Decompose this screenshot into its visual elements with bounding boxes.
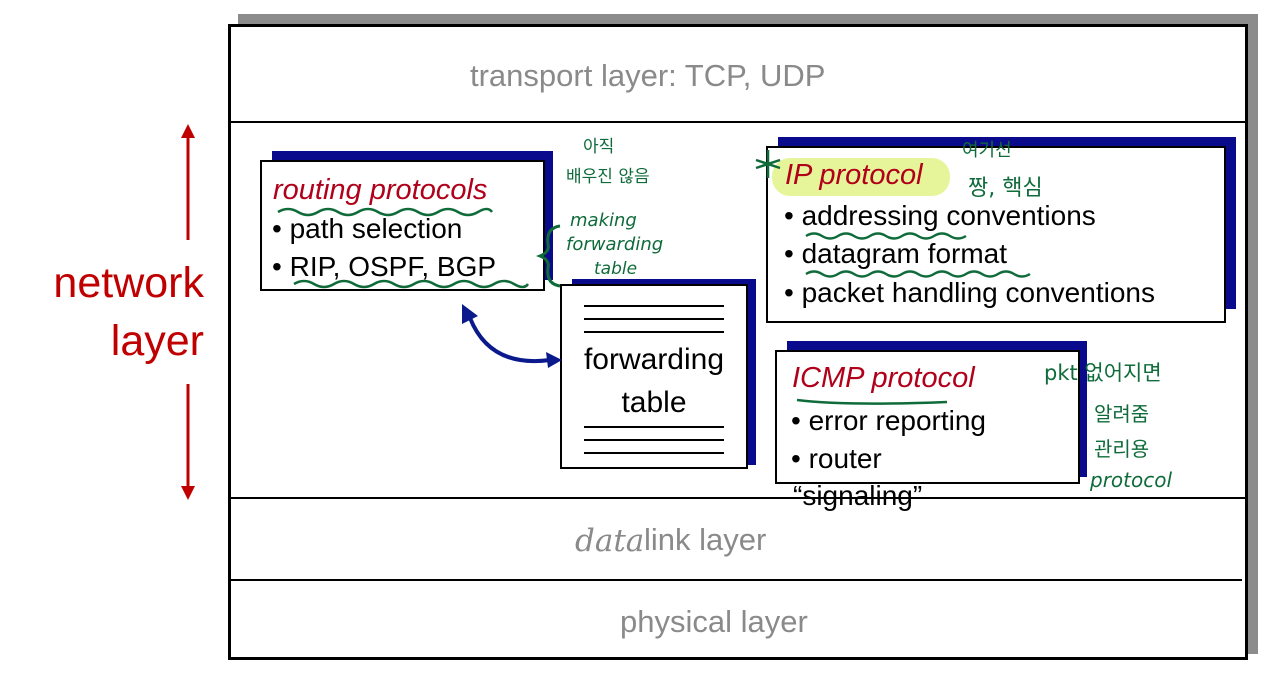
note-icmp-2: 알려줌 [1094, 402, 1150, 426]
network-layer-label: network layer [20, 254, 204, 370]
physical-layer-label: physical layer [620, 604, 808, 639]
ip-item-packet-handling: • packet handling conventions [784, 277, 1155, 308]
down-arrow-icon [181, 486, 195, 500]
forwarding-table-label-line1: forwarding [583, 343, 725, 376]
bracket-icon [535, 224, 561, 288]
ip-item-addressing: • addressing conventions [784, 200, 1096, 231]
table-row-line [584, 331, 724, 333]
routing-item-rip-ospf-bgp: • RIP, OSPF, BGP [272, 251, 497, 282]
forwarding-table-label-line2: table [621, 386, 687, 419]
table-row-line [584, 439, 724, 441]
note-making-2: forwarding [566, 234, 664, 255]
forwarding-table-box [560, 284, 748, 469]
table-row-line [584, 305, 724, 307]
transport-divider [230, 121, 1247, 123]
ip-item-text: datagram format [801, 238, 1008, 269]
note-ip-2: 짱, 핵심 [968, 176, 1043, 201]
arrowhead-up-icon [462, 304, 478, 324]
up-arrow-icon [181, 124, 195, 138]
icmp-item-signaling: “signaling” [793, 480, 923, 511]
routing-item-text: RIP, OSPF, BGP [289, 251, 497, 282]
icmp-item-router: • router [791, 443, 882, 474]
routing-item-path-selection: • path selection [272, 213, 463, 244]
datagram-underline [805, 270, 1031, 278]
network-divider [230, 497, 1247, 499]
forwarding-table-label: forwarding table [562, 338, 746, 424]
ip-item-text: addressing conventions [801, 200, 1096, 231]
down-arrow-shaft [186, 384, 190, 488]
arrowhead-right-icon [546, 352, 562, 368]
note-making-3: table [594, 259, 638, 279]
network-layer-span-arrows [181, 124, 195, 500]
routing-protocols-box [260, 160, 545, 291]
icmp-protocol-box [775, 350, 1080, 484]
icmp-title-underline [796, 398, 948, 405]
note-icmp-1: pkt 없어지면 [1044, 361, 1162, 385]
table-row-line [584, 318, 724, 320]
routing-protocols-title: routing protocols [273, 174, 488, 206]
note-making-1: making [570, 210, 637, 231]
transport-layer-label: transport layer: TCP, UDP [470, 58, 826, 93]
rip-line-underline [293, 279, 530, 289]
icmp-protocol-title: ICMP protocol [792, 362, 975, 394]
ip-item-text: packet handling conventions [801, 277, 1155, 308]
note-ip-1: 여기선 [962, 140, 1012, 161]
icmp-item-error-reporting: • error reporting [791, 405, 986, 436]
routing-item-text: path selection [289, 213, 463, 244]
link-layer-label: link layer [644, 522, 767, 557]
routing-forwarding-link [468, 317, 551, 363]
network-layer-label-line2: layer [110, 317, 204, 365]
note-icmp-3: 관리용 [1094, 437, 1150, 461]
note-icmp-4: protocol [1090, 468, 1173, 492]
table-row-line [584, 426, 724, 428]
routing-title-underline [277, 207, 494, 217]
addressing-underline [805, 232, 967, 240]
network-layer-label-line1: network [53, 259, 204, 307]
ip-protocol-title: IP protocol [785, 159, 923, 191]
note-routing-2: 배우진 않음 [566, 167, 650, 187]
icmp-item-text: router [808, 443, 882, 474]
ip-item-datagram: • datagram format [784, 238, 1008, 269]
star-icon [755, 150, 781, 178]
icmp-item-text: error reporting [808, 405, 986, 436]
ip-title-highlight [772, 158, 950, 196]
data-annotation: data [575, 523, 645, 559]
note-routing-1: 아직 [583, 137, 615, 157]
up-arrow-shaft [186, 136, 190, 240]
table-row-line [584, 452, 724, 454]
link-divider [230, 579, 1242, 581]
